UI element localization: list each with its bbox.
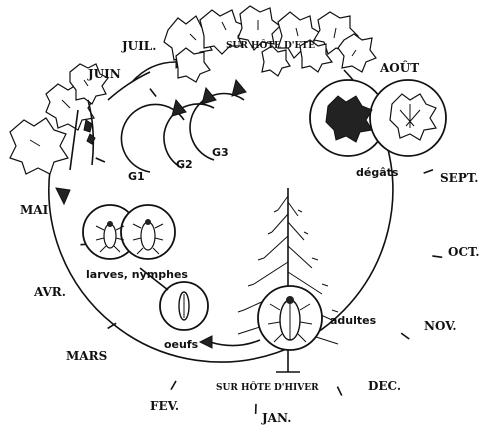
month-label-juil: JUIL.	[121, 39, 156, 53]
month-tick	[424, 170, 433, 173]
month-label-juin: JUIN	[87, 67, 121, 81]
month-label-aout: AOÛT	[379, 59, 419, 75]
month-tick	[96, 158, 105, 162]
winter-host-label: SUR HÔTE D'HIVER	[216, 381, 319, 393]
month-label-nov: NOV.	[424, 319, 457, 333]
month-tick	[150, 89, 156, 97]
generation-g3-label: G3	[212, 146, 229, 159]
month-label-avr: AVR.	[33, 285, 66, 299]
summer-host-label: SUR HÔTE D'ETE	[226, 39, 315, 51]
adults-label: adultes	[330, 314, 377, 327]
arrow-to-mai-icon	[56, 188, 70, 204]
eggs-label: oeufs	[164, 338, 199, 351]
month-tick	[401, 333, 409, 339]
generation-g2-label: G2	[176, 158, 193, 171]
month-label-fev: FEV.	[150, 399, 179, 413]
month-label-mai: MAI	[20, 203, 49, 217]
month-tick	[171, 381, 176, 390]
month-label-sept: SEPT.	[440, 171, 478, 185]
g3-arrow-icon	[232, 80, 246, 96]
generation-g1-label: G1	[128, 170, 145, 183]
arrow-head-icon	[200, 336, 212, 348]
month-label-mars: MARS	[66, 349, 107, 363]
damage-circles	[310, 80, 446, 156]
month-tick	[337, 387, 341, 396]
month-tick	[432, 256, 442, 257]
g2-arrow-icon	[202, 88, 216, 104]
month-label-dec: DEC.	[368, 379, 401, 393]
damage-label: dégâts	[356, 166, 399, 179]
month-label-oct: OCT.	[448, 245, 480, 259]
larvae-nymphs-label: larves, nymphes	[86, 268, 188, 281]
arrow-adults-to-eggs	[200, 336, 260, 348]
g1-arrow-icon	[172, 100, 186, 116]
month-label-jan: JAN.	[261, 411, 291, 425]
